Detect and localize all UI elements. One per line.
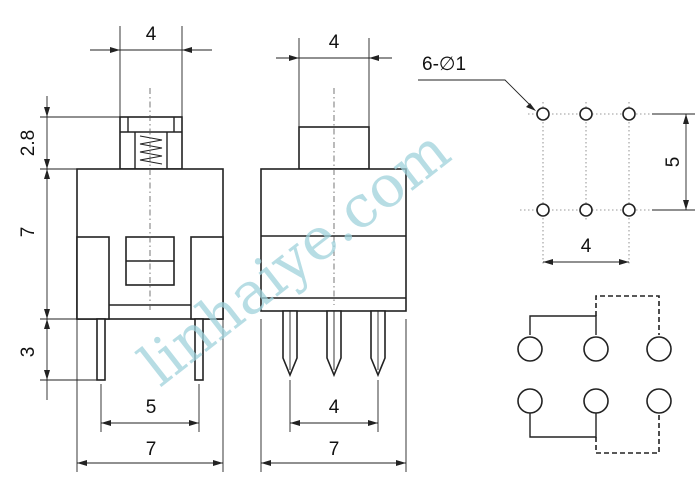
footprint-hole: [536, 203, 550, 217]
front-dimensions: 4 2.8 7 3 5 7: [18, 24, 224, 472]
front-spring: [139, 135, 163, 165]
schematic: [517, 295, 672, 454]
front-dim-plunger-height: 2.8: [18, 130, 39, 156]
front-plunger: [119, 116, 183, 170]
footprint-hole: [579, 203, 593, 217]
front-view: [76, 88, 224, 381]
schematic-contact: [646, 388, 672, 414]
front-dim-top: 4: [146, 24, 157, 45]
schematic-contact: [646, 336, 672, 362]
front-dim-body-width: 7: [146, 439, 157, 460]
front-pin-right: [194, 318, 204, 381]
side-view: [260, 88, 407, 378]
side-dim-pin-pitch: 4: [329, 397, 340, 418]
side-dim-body-width: 7: [329, 439, 340, 460]
footprint: 6-∅1 5 4: [418, 54, 695, 266]
front-dim-body-height: 7: [18, 227, 39, 238]
side-pin-middle: [326, 310, 342, 378]
front-dim-pin-spacing: 5: [146, 397, 157, 418]
front-dim-pin-length: 3: [18, 347, 39, 358]
side-pin-left: [282, 310, 298, 378]
footprint-dim-row-spacing: 5: [663, 157, 684, 168]
footprint-hole: [579, 107, 593, 121]
schematic-contact: [517, 388, 543, 414]
side-body: [260, 168, 407, 312]
side-pin-right: [370, 310, 386, 378]
side-dim-top: 4: [329, 32, 340, 53]
footprint-holes-label: 6-∅1: [422, 54, 466, 75]
footprint-dim-pitch: 4: [581, 236, 592, 257]
side-dimensions: 4 4 7: [260, 32, 407, 472]
footprint-hole: [536, 107, 550, 121]
front-pin-left: [96, 318, 106, 381]
footprint-hole: [622, 203, 636, 217]
schematic-contact: [583, 388, 609, 414]
schematic-contact: [517, 336, 543, 362]
schematic-contact: [583, 336, 609, 362]
footprint-hole: [622, 107, 636, 121]
